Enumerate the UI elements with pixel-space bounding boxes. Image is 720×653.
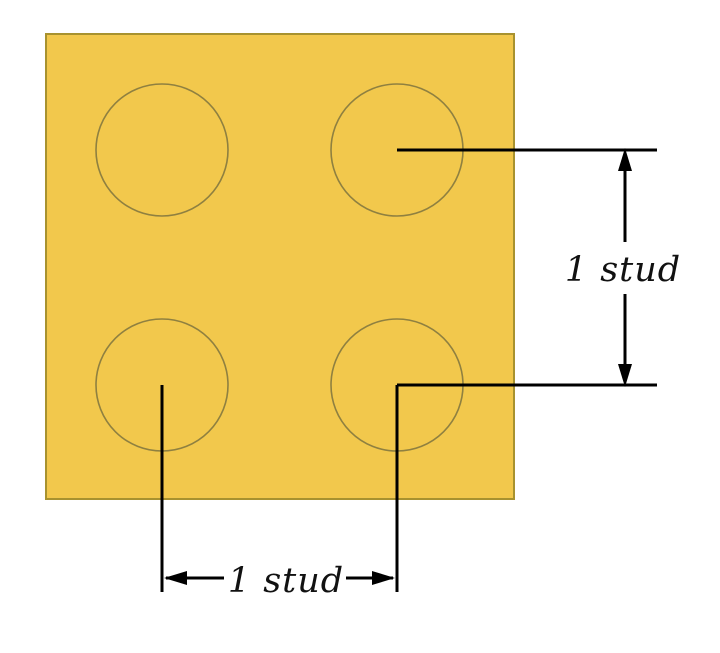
vertical-label-backplate [562, 242, 684, 294]
arrowhead-right-icon [372, 571, 395, 585]
arrowhead-down-icon [618, 364, 632, 387]
arrowhead-left-icon [164, 571, 187, 585]
stud-circle-top-left [95, 83, 229, 217]
horizontal-dimension-label: 1 stud [228, 561, 344, 601]
brick-top-face [45, 33, 515, 500]
horizontal-label-backplate [224, 552, 346, 602]
arrowhead-up-icon [618, 148, 632, 171]
vertical-dimension-label: 1 stud [565, 250, 681, 290]
